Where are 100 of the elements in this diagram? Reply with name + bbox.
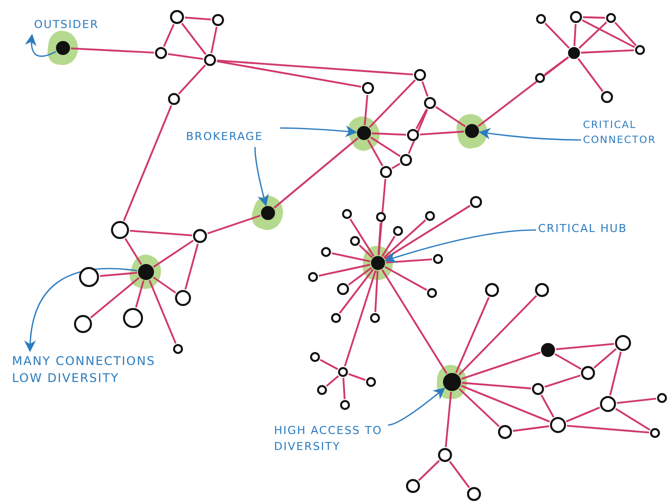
network-link [318,264,370,277]
network-link [544,22,570,49]
network-link [458,295,538,376]
network-node [425,211,435,221]
network-link [374,270,378,312]
network-link [326,375,340,387]
network-link [70,48,154,54]
network-node [173,344,183,354]
network-node [370,313,380,323]
network-link [338,268,374,314]
network-link [124,238,142,265]
network-node [366,377,376,387]
network-node [193,229,207,243]
network-node [600,396,616,412]
leader-arrow [388,388,446,426]
network-link [582,19,636,48]
network-link [554,353,582,370]
network-link [593,348,617,368]
network-node [615,335,631,351]
network-link [577,58,604,92]
network-node [407,129,419,141]
network-node [485,283,499,297]
network-node [317,385,327,395]
network-link [418,460,440,482]
network-link [152,276,176,294]
network-link [135,280,144,308]
network-link [384,266,428,291]
network-node [350,236,360,246]
network-link [420,130,464,136]
network-node [467,487,481,501]
network-link [370,136,401,157]
network-link [512,425,550,432]
network-link [122,105,172,222]
network-node [650,428,660,438]
network-link [381,269,448,374]
network-link [574,24,576,46]
network-node [376,212,386,222]
network-link [383,219,426,258]
network-link [582,16,606,19]
network-node [362,82,374,94]
network-link [461,352,541,380]
network-node [536,14,546,24]
network-node [406,479,420,493]
network-node [550,417,566,433]
network-node [470,196,482,208]
filled-node [568,47,580,59]
network-node [155,47,167,59]
network-link [210,26,218,54]
network-node [308,272,318,282]
network-node [498,425,512,439]
network-link [381,236,396,257]
network-link [460,384,550,422]
network-node [310,352,320,362]
network-node [212,14,224,26]
leader-arrow [254,146,269,206]
network-link [615,408,650,431]
network-link [544,374,581,388]
network-link [614,22,637,46]
network-link [207,214,261,234]
network-link [556,342,614,350]
network-node [79,267,99,287]
network-link [444,392,452,448]
network-link [216,60,362,88]
network-link [408,109,428,154]
annotation-label: HIGH ACCESS TO DIVERSITY [274,423,386,455]
network-link [580,49,634,54]
network-link [348,373,366,381]
leader-arrow [384,229,536,263]
network-node [175,290,191,306]
network-node [400,154,412,166]
network-link [130,230,192,236]
network-link [566,424,650,434]
network-node [393,226,403,236]
network-link [184,16,212,20]
network-node [606,13,616,23]
filled-node [541,343,555,357]
network-node [424,97,436,109]
network-link [578,21,608,49]
network-node [657,393,667,403]
network-node [635,45,645,55]
network-node [601,91,613,103]
network-node [535,73,545,83]
network-node [170,10,184,24]
network-node [74,315,92,333]
network-node [338,367,348,377]
network-link [462,382,532,390]
network-link [449,460,470,488]
network-node [321,247,331,257]
network-link [181,22,206,55]
network-node [168,93,180,105]
annotation-label: MANY CONNECTIONS LOW DIVERSITY [12,353,162,388]
network-link [478,56,569,127]
network-link [372,132,406,136]
network-link [358,244,373,258]
network-link [184,243,199,290]
annotation-label: CRITICAL HUB [538,221,656,237]
network-node [433,254,443,264]
network-link [544,56,569,76]
network-link [216,60,414,76]
network-link [100,272,138,277]
